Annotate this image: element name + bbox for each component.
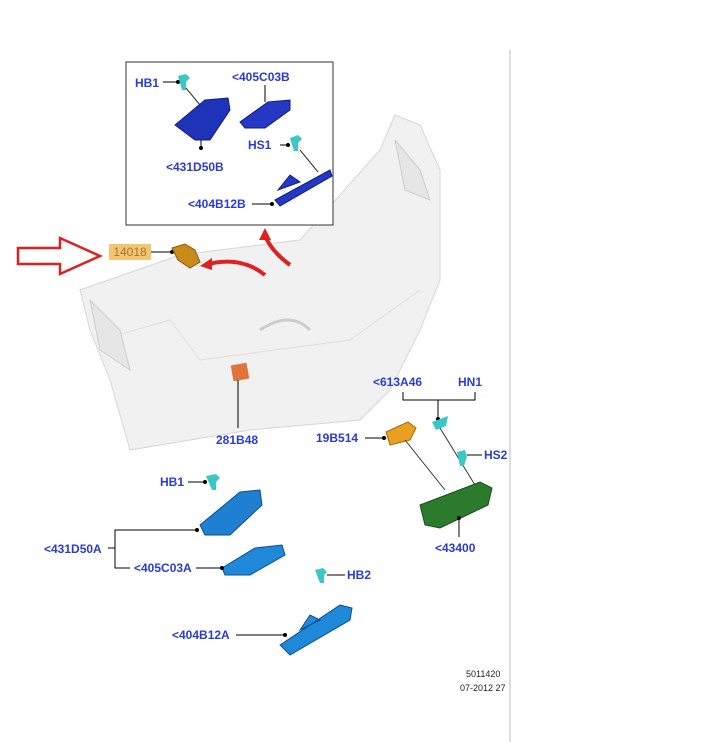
label-43400[interactable]: <43400 bbox=[435, 541, 476, 555]
label-613A46[interactable]: <613A46 bbox=[373, 375, 423, 389]
part-14018 bbox=[171, 243, 201, 269]
clip-hb2 bbox=[315, 568, 327, 583]
label-404B12A[interactable]: <404B12A bbox=[172, 628, 230, 642]
inset-parts bbox=[163, 74, 333, 207]
label-431D50A[interactable]: <431D50A bbox=[44, 542, 102, 556]
part-404B12B bbox=[274, 169, 333, 207]
label-hs2[interactable]: HS2 bbox=[484, 448, 508, 462]
label-405C03A[interactable]: <405C03A bbox=[134, 561, 192, 575]
label-14018-highlighted[interactable]: 14018 bbox=[109, 244, 151, 260]
label-281B48[interactable]: 281B48 bbox=[216, 433, 259, 447]
clip-hs2 bbox=[457, 450, 467, 466]
label-431D50B[interactable]: <431D50B bbox=[166, 160, 224, 174]
part-405C03B bbox=[239, 99, 291, 129]
tailgate-panel bbox=[79, 114, 441, 451]
footer-ref: 5011420 bbox=[466, 669, 501, 679]
clip-613A46 bbox=[432, 416, 448, 430]
label-hb1[interactable]: HB1 bbox=[135, 76, 160, 90]
label-405C03B[interactable]: <405C03B bbox=[232, 70, 290, 84]
label-404B12B[interactable]: <404B12B bbox=[188, 197, 246, 211]
inset-box bbox=[125, 61, 334, 226]
part-404B12A bbox=[279, 604, 353, 656]
part-431D50A bbox=[199, 489, 263, 536]
part-281B48 bbox=[230, 362, 250, 382]
clip-hb1-lower bbox=[206, 474, 220, 490]
label-19B514[interactable]: 19B514 bbox=[316, 431, 359, 445]
clip-hs1 bbox=[290, 135, 302, 151]
part-405C03A bbox=[221, 544, 286, 576]
label-hb1-lower[interactable]: HB1 bbox=[160, 475, 185, 489]
part-43400 bbox=[419, 481, 493, 529]
label-hn1[interactable]: HN1 bbox=[458, 375, 483, 389]
label-hb2[interactable]: HB2 bbox=[347, 568, 372, 582]
footer-date: 07-2012 27 bbox=[460, 683, 506, 693]
label-hs1[interactable]: HS1 bbox=[248, 138, 272, 152]
part-19B514 bbox=[385, 421, 417, 446]
part-431D50B bbox=[174, 97, 231, 141]
clip-hb1 bbox=[178, 74, 190, 90]
highlight-arrow-icon bbox=[16, 236, 104, 276]
